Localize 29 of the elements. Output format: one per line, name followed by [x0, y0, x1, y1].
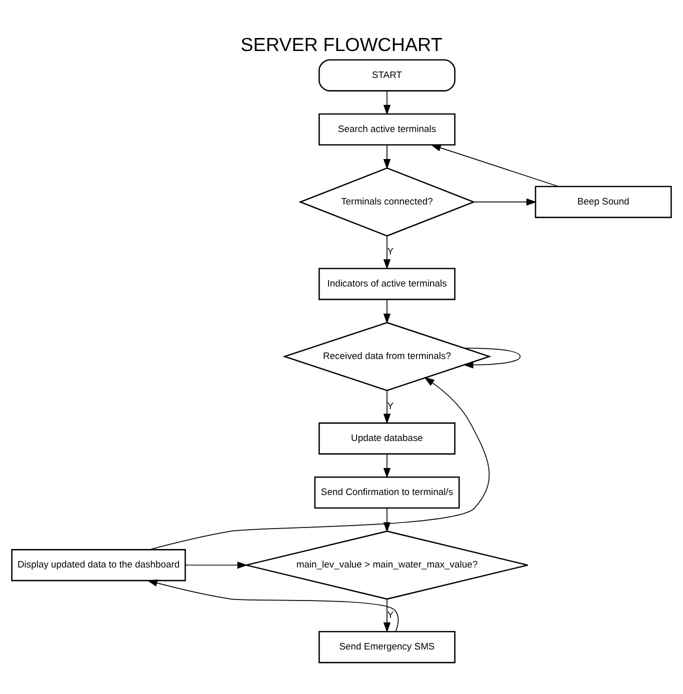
arrow — [383, 390, 391, 424]
arrow — [147, 578, 399, 632]
arrow — [383, 90, 391, 115]
arrow — [148, 376, 490, 550]
edge-label: Y — [387, 246, 394, 258]
arrow — [383, 298, 391, 324]
arrow — [184, 561, 248, 568]
diagram-title: SERVER FLOWCHART — [240, 34, 442, 56]
edge-label: Y — [387, 400, 394, 412]
arrow — [383, 507, 391, 532]
node-box: Beep Sound — [534, 185, 672, 218]
node-box: Update database — [318, 422, 456, 454]
arrow — [474, 198, 537, 206]
arrow — [430, 144, 559, 186]
node-box: Indicators of active terminals — [318, 267, 456, 300]
node-diamond: main_lev_value > main_water_max_value? — [246, 530, 528, 600]
edge-label: Y — [387, 609, 394, 620]
node-box: Send Emergency SMS — [318, 630, 456, 663]
arrow — [383, 144, 391, 169]
node-box: Display updated data to the dashboard — [11, 548, 186, 581]
node-box: Send Confirmation to terminal/s — [314, 476, 460, 508]
node-box: Search active terminals — [318, 112, 456, 146]
arrow — [383, 235, 391, 270]
arrow — [383, 598, 391, 632]
node-diamond: Received data from terminals? — [282, 321, 492, 391]
node-box: START — [318, 58, 456, 91]
arrow — [463, 347, 521, 368]
node-diamond: Terminals connected? — [298, 166, 476, 236]
arrow — [383, 453, 391, 478]
